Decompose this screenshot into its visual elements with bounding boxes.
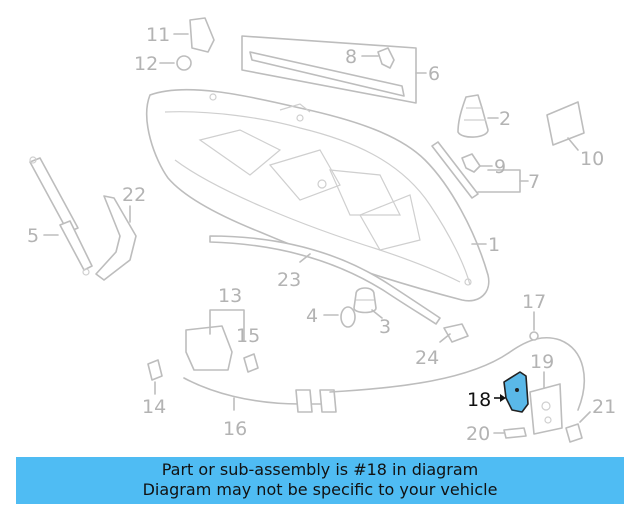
callout-19: 19: [530, 351, 554, 373]
part-16-handle-b: [319, 389, 337, 413]
part-15-clip: [243, 353, 259, 373]
callout-3: 3: [379, 316, 391, 338]
callout-24: 24: [415, 347, 439, 369]
callout-12: 12: [134, 53, 158, 75]
callout-21: 21: [592, 396, 616, 418]
banner-line-2: Diagram may not be specific to your vehi…: [142, 480, 498, 499]
part-12-nut: [176, 55, 192, 71]
parts-diagram: 1 2 3 4 5 6 7 8 9 10 11: [27, 17, 616, 445]
part-22-hinge: [95, 195, 137, 281]
callout-1: 1: [488, 234, 500, 256]
banner-line-1: Part or sub-assembly is #18 in diagram: [161, 460, 479, 479]
callout-15: 15: [236, 325, 260, 347]
part-8-clip: [377, 47, 395, 69]
callout-23: 23: [277, 269, 301, 291]
part-16-handle: [295, 389, 313, 413]
callout-4: 4: [306, 305, 318, 327]
callout-10: 10: [580, 148, 604, 170]
callout-18: 18: [467, 389, 491, 411]
part-2-bumper: [457, 94, 489, 138]
callout-9: 9: [494, 156, 506, 178]
part-16-cable: [183, 377, 331, 405]
callout-22: 22: [122, 184, 146, 206]
part-18-hole: [515, 388, 519, 392]
part-18-bracket[interactable]: [503, 371, 529, 413]
part-13-latch: [185, 325, 233, 371]
part-19-bracket: [529, 383, 563, 435]
callout-2: 2: [499, 108, 511, 130]
part-21-clip: [565, 423, 583, 443]
callout-5: 5: [27, 225, 39, 247]
part-3-grommet: [353, 287, 377, 314]
part-11-bracket: [189, 17, 215, 53]
part-23-seal: [209, 235, 441, 325]
part-24-block: [443, 323, 469, 343]
part-17-cable: [329, 336, 585, 411]
callout-13: 13: [218, 285, 242, 307]
part-5-strut: [29, 156, 93, 276]
callout-17: 17: [522, 291, 546, 313]
callout-8: 8: [345, 46, 357, 68]
part-17-end: [529, 331, 539, 341]
callout-14: 14: [142, 396, 166, 418]
part-14-bolt: [147, 359, 163, 381]
part-6-strip: [249, 51, 405, 97]
part-4-plug: [340, 306, 356, 328]
callout-11: 11: [146, 24, 170, 46]
info-banner: Part or sub-assembly is #18 in diagram D…: [16, 457, 624, 504]
part-13-bracket: [209, 309, 245, 341]
callout-7: 7: [528, 171, 540, 193]
part-20-bolt: [503, 427, 527, 439]
part-10-label: [546, 101, 585, 146]
callout-6: 6: [428, 63, 440, 85]
part-9-clip: [461, 153, 481, 173]
part-7-seal: [431, 141, 479, 199]
part-6-bracket: [241, 35, 417, 104]
callout-20: 20: [466, 423, 490, 445]
callout-16: 16: [223, 418, 247, 440]
hood-panel: [145, 88, 490, 302]
